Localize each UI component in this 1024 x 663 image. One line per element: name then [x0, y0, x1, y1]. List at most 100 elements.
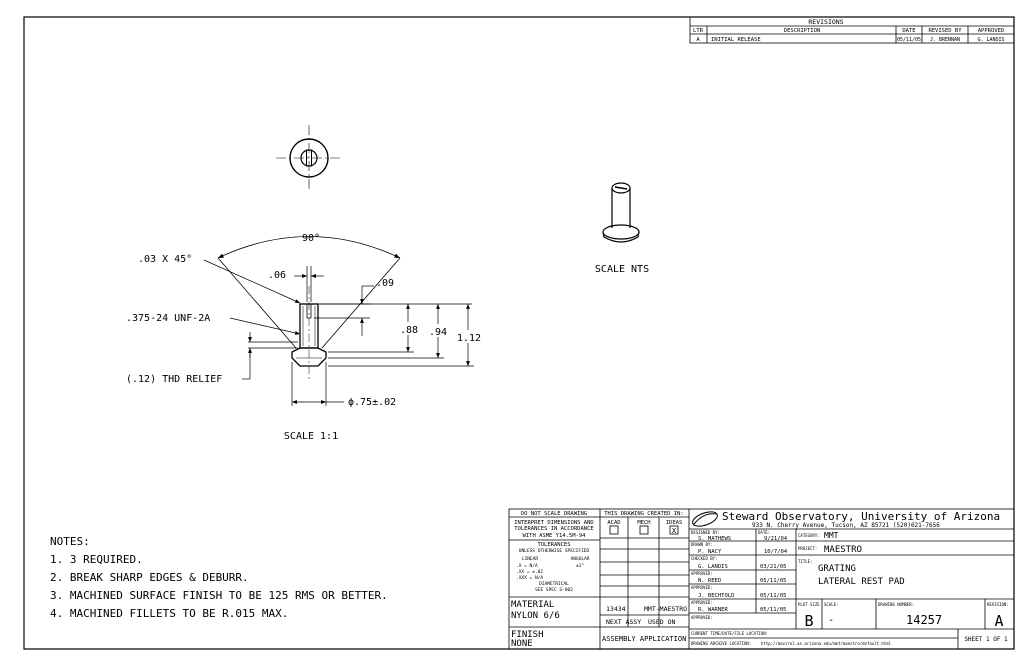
tb-approved3-label: APPROVED: [691, 600, 713, 605]
tb-checked-label: CHECKED BY: [691, 556, 718, 561]
tb-drawn-by: P. NACY [698, 549, 722, 555]
tb-material-label: MATERIAL [511, 600, 554, 610]
tb-see-spec: SEE SPEC S-002 [535, 587, 573, 593]
thread-label: .375-24 UNF-2A [126, 313, 210, 324]
tb-checked-date: 03/21/05 [760, 564, 787, 570]
tb-interpret-1: INTERPRET DIMENSIONS AND [514, 520, 593, 526]
tb-acad: ACAD [607, 520, 620, 526]
tb-next-assy-value: 13434 [606, 605, 626, 613]
note-item-4: 4. MACHINED FILLETS TO BE R.015 MAX. [50, 607, 288, 620]
revisions-table [689, 16, 1015, 44]
note-item-1: 1. 3 REQUIRED. [50, 553, 143, 566]
revisions-title: REVISIONS [808, 18, 843, 26]
slot-depth-label: .09 [376, 278, 394, 289]
dim-94-label: .94 [429, 327, 447, 338]
slot-width-label: .06 [268, 270, 286, 281]
thread-leader [229, 317, 301, 335]
tb-created-in: THIS DRAWING CREATED IN: [604, 511, 683, 517]
tb-sheet: SHEET 1 OF 1 [964, 636, 1008, 643]
height-dimensions [320, 303, 474, 367]
tb-category-label: CATEGORY: [798, 533, 820, 538]
tb-current-time-label: CURRENT TIME/DATE/FILE LOCATION: [691, 631, 768, 636]
note-item-2: 2. BREAK SHARP EDGES & DEBURR. [50, 571, 249, 584]
tb-angular: ANGULAR [571, 556, 590, 562]
tb-finish-label: FINISH [511, 630, 544, 640]
tb-used-on-value: MMT-MAESTRO [644, 605, 687, 613]
tb-approved1-label: APPROVED: [691, 571, 713, 576]
tb-tol-x: .X = N/A [516, 563, 538, 569]
rev-header-date: DATE [902, 28, 915, 34]
tb-do-not-scale: DO NOT SCALE DRAWING [521, 511, 587, 517]
tb-archive-label: DRAWING ARCHIVE LOCATION: [691, 641, 751, 646]
tb-revision-label: REVISION: [987, 602, 1009, 607]
tb-approved3: R. WARNER [698, 607, 728, 613]
chamfer-leader [203, 259, 301, 304]
tb-interpret-3: WITH ASME Y14.5M-94 [523, 533, 587, 539]
tb-designed-by-label: DESIGNED BY: [691, 530, 720, 535]
diameter-label: ϕ.75±.02 [348, 397, 396, 408]
scale-main-label: SCALE 1:1 [284, 431, 338, 442]
chamfer-label: .03 X 45° [138, 254, 192, 265]
tb-title-label: TITLE: [798, 559, 812, 564]
tb-date-label: DATE: [758, 530, 770, 535]
rev-row-date: 05/11/05 [897, 37, 921, 43]
rev-header-revised-by: REVISED BY [928, 28, 962, 34]
tb-dwg-no: 14257 [906, 613, 942, 627]
tb-tol-ang: ±1° [576, 563, 584, 569]
tb-approved1: N. REED [698, 578, 721, 584]
tb-scale: - [828, 615, 834, 626]
side-view [291, 286, 327, 380]
tb-tol-xx: .XX = ±.02 [516, 569, 543, 575]
slot-depth-dimension [314, 285, 374, 336]
tb-assembly-app: ASSEMBLY APPLICATION [602, 635, 686, 643]
tb-scale-label: SCALE: [824, 602, 838, 607]
tb-approved2: J. BECHTOLD [698, 593, 734, 599]
tb-revision: A [994, 612, 1003, 630]
tb-designed-by: S. MATHEWS [698, 536, 731, 542]
tb-project-label: PROJECT: [798, 546, 817, 551]
scale-nts-label: SCALE NTS [595, 264, 649, 275]
dim-112-label: 1.12 [457, 333, 481, 344]
tb-interpret-2: TOLERANCES IN ACCORDANCE [514, 526, 593, 532]
tb-ideas: IDEAS [666, 520, 683, 526]
tb-linear: LINEAR [522, 556, 539, 562]
tb-mech: MECH [637, 520, 650, 526]
tb-drawn-date: 10/7/04 [764, 549, 788, 555]
tb-approved2-label: APPROVED: [691, 585, 713, 590]
tb-dwg-no-label: DRAWING NUMBER: [878, 602, 914, 607]
tb-material: NYLON 6/6 [511, 611, 560, 621]
title-block [508, 508, 1015, 650]
isometric-view [602, 182, 640, 243]
slot-width-dimension [294, 266, 324, 302]
tb-ideas-mark: X [672, 527, 677, 535]
dim-88-label: .88 [400, 325, 418, 336]
diameter-dimension [291, 362, 344, 406]
tb-title-2: LATERAL REST PAD [818, 577, 905, 587]
tb-tolerances: TOLERANCES [537, 542, 570, 548]
tb-next-assy: NEXT ASSY [606, 618, 641, 626]
tb-used-on: USED ON [648, 618, 675, 626]
rev-header-description: DESCRIPTION [784, 28, 820, 34]
tb-plot-size-label: PLOT SIZE [798, 602, 820, 607]
top-view [276, 125, 342, 191]
notes-title: NOTES: [50, 535, 90, 548]
tb-diametrical: DIAMETRICAL [539, 581, 569, 587]
rev-row-description: INITIAL RELEASE [711, 37, 761, 43]
note-item-3: 3. MACHINED SURFACE FINISH TO BE 125 RMS… [50, 589, 388, 602]
tb-approved4-label: APPROVED: [691, 615, 713, 620]
relief-dimension [242, 332, 298, 380]
rev-row-revised-by: J. BRENNAN [930, 37, 960, 43]
tb-org: Steward Observatory, University of Arizo… [722, 510, 1000, 523]
angle-label: 90° [302, 233, 320, 244]
tb-approved3-date: 05/11/05 [760, 607, 787, 613]
tb-approved1-date: 05/11/05 [760, 578, 787, 584]
tb-project: MAESTRO [824, 545, 862, 555]
tb-tol-xxx: .XXX = N/A [516, 575, 543, 581]
tb-approved2-date: 05/11/05 [760, 593, 787, 599]
rev-row-approved: G. LANDIS [977, 37, 1004, 43]
tb-drawn-by-label: DRAWN BY: [691, 542, 713, 547]
tb-archive-path: http://mavirol.as.arizona.edu/mmt/maestr… [761, 641, 892, 646]
steward-logo [692, 511, 718, 527]
